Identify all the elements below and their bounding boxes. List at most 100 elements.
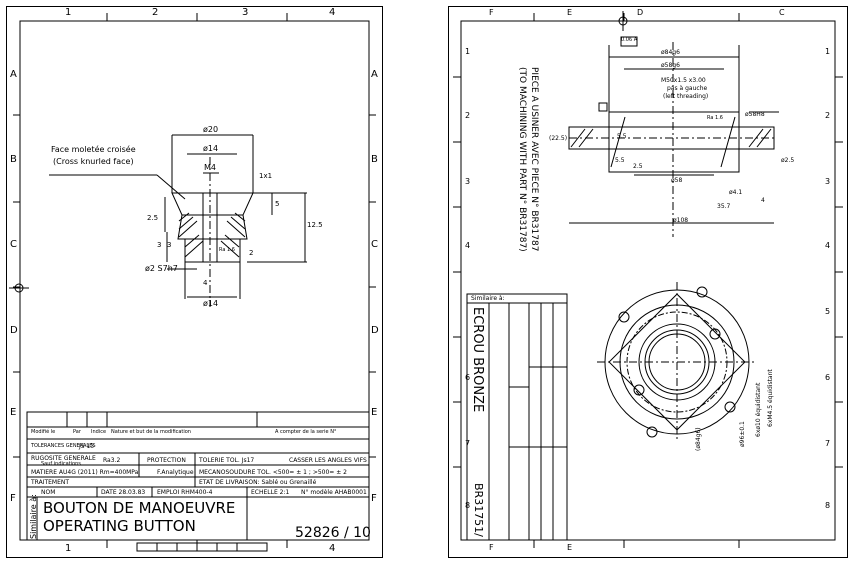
machining-note-fr: PIECE A USINER AVEC PIECE N° BR31787 [529,67,539,252]
row-label: E [371,407,378,418]
dim-12-5: 12.5 [307,221,323,229]
row-label: 8 [465,501,471,510]
col-label: C [779,8,785,17]
right-title-fr: ECROU BRONZE [470,307,485,413]
dim-left: (left threading) [663,93,709,100]
row-label: 3 [825,177,831,186]
tb-ra32: Ra3.2 [103,457,121,464]
row-label: C [10,239,17,250]
dim-2-5: 2.5 [147,214,159,222]
tb-tolerances: TOLERANCES GENERALES [31,443,96,449]
row-label: 3 [465,177,471,186]
row-label: 6 [465,373,471,382]
dim-1x1: 1x1 [259,172,273,180]
dim-d58b: ø58 [671,177,683,184]
right-drawing-sheet: F E D C F E 1 2 3 4 6 7 8 1 2 3 4 5 6 7 … [448,6,848,558]
tb-etat: ETAT DE LIVRAISON: Sablé ou Grenaillé [199,479,317,486]
tb-nom: NOM [41,489,56,496]
right-similaire: Similaire à: [471,295,505,302]
dim-55b: 5.5 [617,133,627,140]
dim-4: 4 [761,197,765,204]
tb-modele: N° modèle AHAB0001 [301,489,367,496]
dim-holes2: 6xø10 équidistant [755,382,762,437]
tb-date: DATE 28.03.83 [101,489,146,496]
row-label: D [371,325,379,336]
row-label: 1 [465,47,471,56]
dim-2: 2 [249,249,254,257]
row-label: 6 [825,373,831,382]
dim-d14-top: ø14 [203,144,219,153]
row-label: 4 [825,241,831,250]
dim-d25: ø2.5 [781,157,795,164]
col-label: F [489,543,494,552]
dim-pcd: ø96±0.1 [739,421,746,447]
tb-par: Par [73,429,81,435]
dim-3: 3 [157,241,162,249]
col-label: 1 [65,7,72,18]
row-label: A [371,69,378,80]
similaire-label: Similaire à: [29,494,38,539]
dim-holes: 6xM4.5 équidistant [767,369,774,427]
right-drawing-frame [453,11,843,548]
drawing-title-fr: BOUTON DE MANOEUVRE [43,499,236,517]
dim-m4: M4 [204,163,216,172]
drawing-number: 52826 / 10 [295,525,371,541]
row-label: 7 [465,439,471,448]
dim-m50: M50x1.5 x3.00 [661,77,706,84]
col-label: E [567,543,573,552]
tb-fanalytique: F.Analytique [157,469,194,476]
row-label: 2 [825,111,831,120]
col-label: E [567,8,573,17]
right-drawing-number: BR31751/ [472,483,485,537]
tb-casser: CASSER LES ANGLES VIFS [289,457,367,464]
tb-js13: JS 13 [79,443,95,450]
tb-indice: Indice [91,429,107,435]
row-label: A [10,69,17,80]
row-label: F [371,493,377,504]
knurl-annotation-fr: Face moletée croisée [51,145,136,154]
tb-meca: MECANOSOUDURE TOL. <500= ± 1 ; >500= ± 2 [199,469,347,476]
row-label: 5 [825,307,831,316]
dim-d108: ø108 [673,217,689,224]
tb-a-compter: A compter de la serie N° [275,429,337,435]
tb-echelle: ECHELLE 2:1 [251,489,290,496]
dim-3b: 3 [167,241,172,249]
dim-5: 5 [275,200,280,208]
row-label: B [371,154,378,165]
col-label: 2 [152,7,159,18]
dim-d58h8: ø58H8 [745,111,765,118]
row-label: E [10,407,17,418]
left-drawing-sheet: 1 2 3 4 1 4 A B C D E F A B C D E F Face… [6,6,383,558]
col-label: 3 [242,7,249,18]
tb-matiere: MATIERE AU4G (2011) Rm=400MPa [31,469,139,476]
left-drawing-frame [9,13,376,552]
dim-d41: ø4.1 [729,189,743,196]
tb-nature: Nature et but de la modification [111,429,191,435]
col-label: 4 [329,7,336,18]
row-label: 1 [825,47,831,56]
tb-emploi: EMPLOI RHM400-4 [157,489,213,496]
tb-modif: Modifié le [31,429,56,435]
row-label: 2 [465,111,471,120]
tb-protection: PROTECTION [147,457,186,464]
col-label: 4 [329,543,336,554]
dim-25b: 2.5 [633,163,643,170]
knurl-annotation-en: (Cross knurled face) [53,157,134,166]
row-label: D [10,325,18,336]
dim-4: 4 [203,279,208,287]
tb-rugosite: RUGOSITE GENERALE [31,455,96,462]
dim-d20: ø20 [203,125,219,134]
dim-d84b: (ø84g6) [695,427,702,451]
dim-55: 5.5 [615,157,625,164]
row-label: B [10,154,17,165]
row-label: 7 [825,439,831,448]
dim-d58: ø58g6 [661,62,680,69]
tb-traitement: TRAITEMENT [31,479,70,486]
dim-ra: Ra 1.6 [219,247,235,253]
dim-d84: ø84g6 [661,49,680,56]
row-label: C [371,239,378,250]
dim-d14-bottom: ø14 [203,299,219,308]
dim-d357: 35.7 [717,203,731,210]
tb-sauf: Sauf indications [41,461,81,467]
dim-pas: pas à gauche [667,85,708,92]
